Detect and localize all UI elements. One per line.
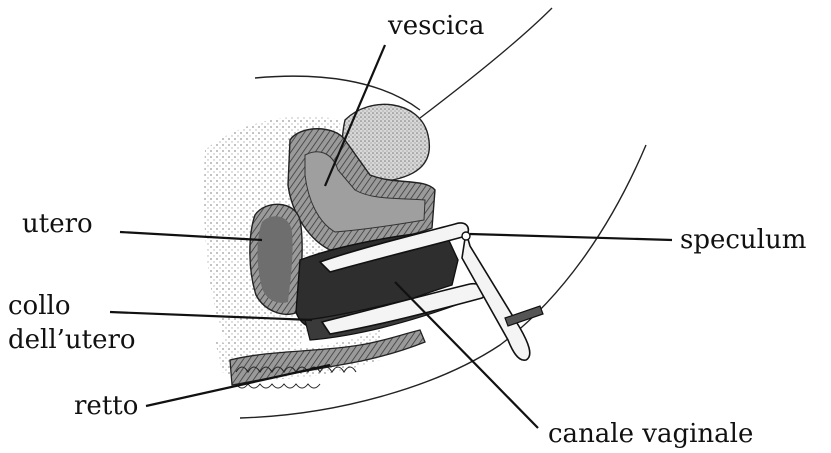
posterior-uterus-inner [258, 216, 293, 303]
leader-speculum [470, 234, 672, 240]
rectum-folds-2 [236, 384, 320, 388]
label-speculum: speculum [680, 226, 806, 254]
label-collo: collo [8, 292, 71, 320]
label-canale-vaginale: canale vaginale [548, 420, 753, 448]
label-vescica: vescica [388, 12, 484, 40]
label-retto: retto [74, 392, 138, 420]
speculum-screw [505, 306, 543, 326]
label-dell-utero: dell’utero [8, 326, 136, 354]
label-utero: utero [22, 210, 93, 238]
